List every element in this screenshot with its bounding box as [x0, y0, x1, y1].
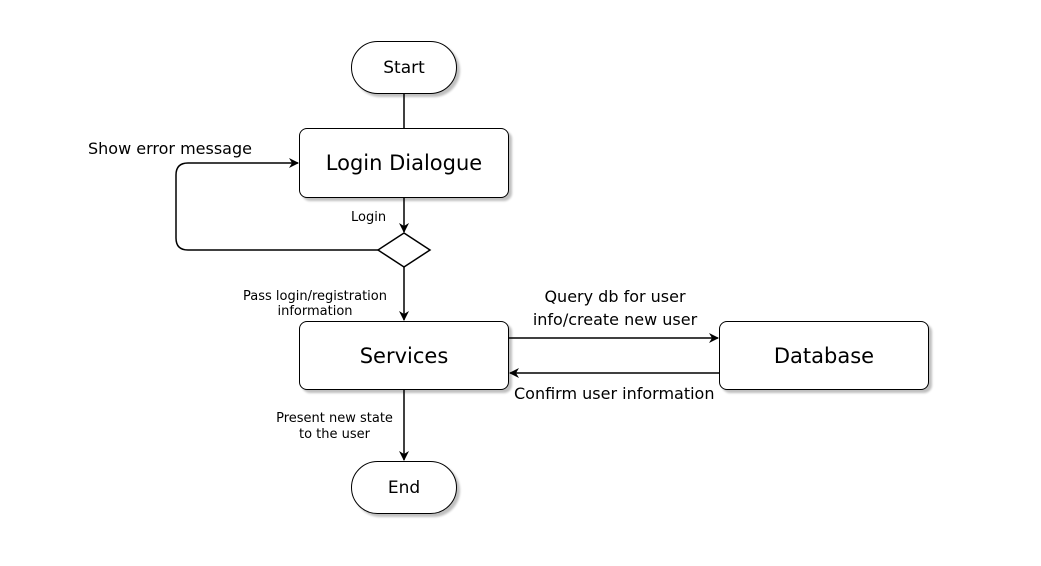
pass-info-line1: Pass login/registration — [243, 289, 387, 304]
show-error-label: Show error message — [88, 139, 252, 158]
decision-diamond — [376, 232, 432, 268]
login-edge-label: Login — [351, 210, 387, 225]
present-label: Present new state to the user — [262, 411, 407, 443]
present-line1: Present new state — [276, 411, 393, 426]
database-label: Database — [773, 343, 875, 368]
present-line2: to the user — [298, 427, 370, 442]
edge-error-loop — [175, 158, 378, 251]
services-label: Services — [359, 343, 449, 368]
login-dialogue-node: Login Dialogue — [299, 128, 509, 198]
query-line2: info/create new user — [532, 310, 698, 329]
login-dialogue-label: Login Dialogue — [325, 151, 483, 175]
start-node: Start — [351, 41, 457, 94]
database-node: Database — [719, 321, 929, 390]
confirm-label: Confirm user information — [514, 384, 715, 403]
pass-info-line2: information — [277, 304, 353, 319]
pass-info-label: Pass login/registration information — [232, 289, 398, 319]
start-label: Start — [383, 57, 425, 78]
end-label: End — [387, 477, 421, 498]
services-node: Services — [299, 321, 509, 390]
query-label: Query db for user info/create new user — [520, 285, 710, 331]
end-node: End — [351, 461, 457, 514]
query-line1: Query db for user — [544, 287, 686, 306]
